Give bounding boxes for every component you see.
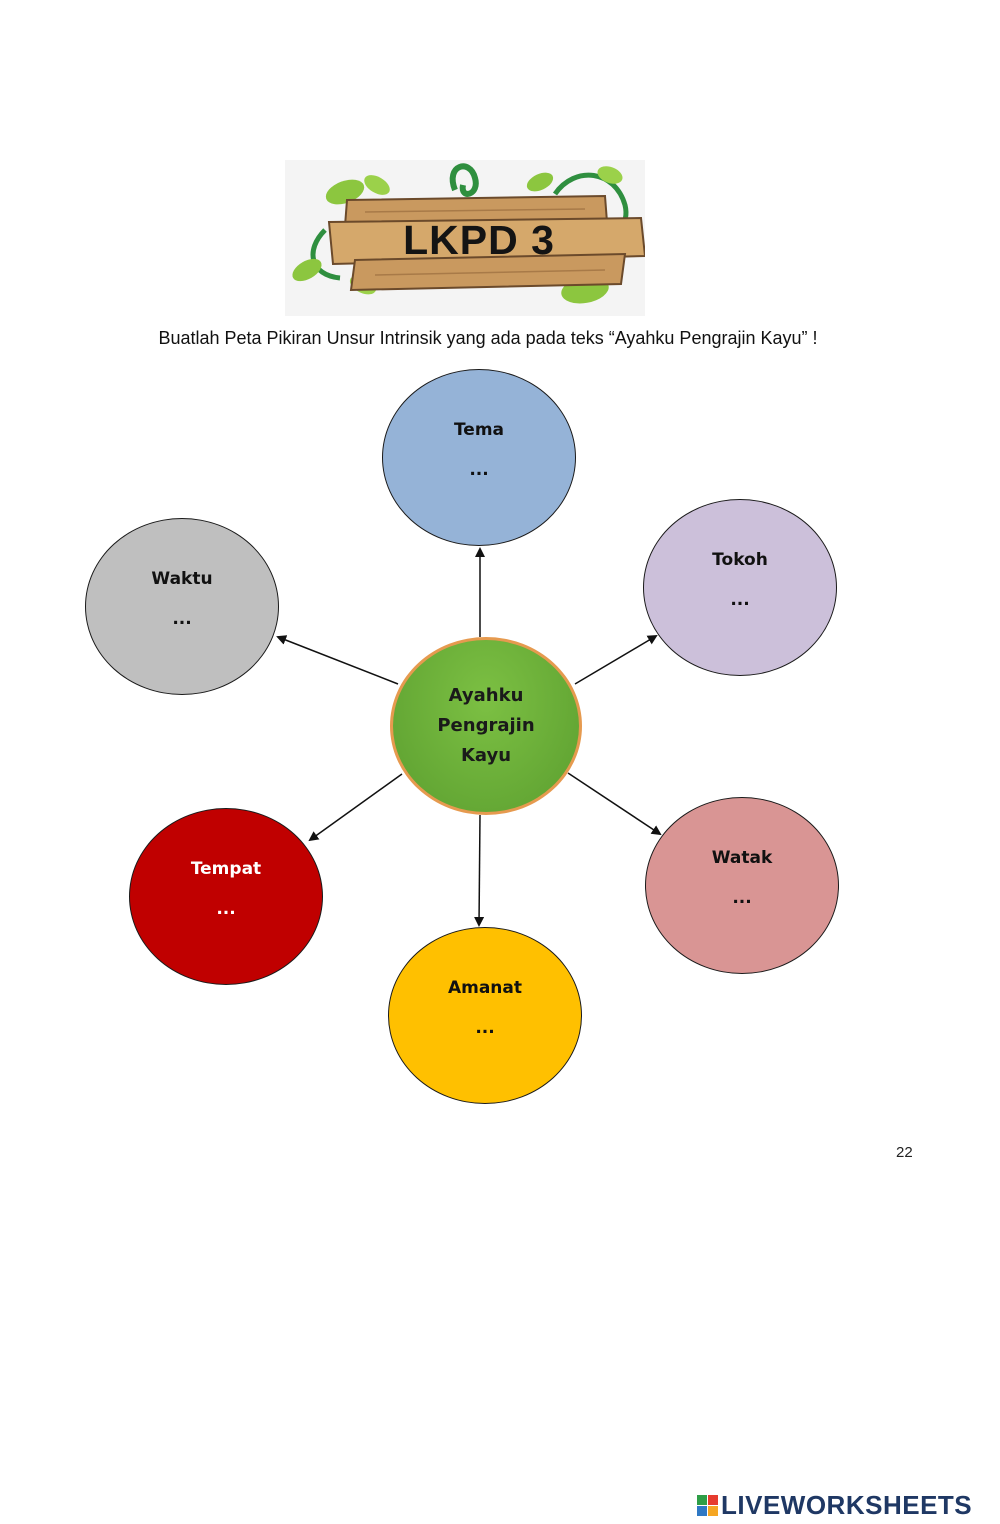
center-line-2: Pengrajin [437,715,535,736]
node-watak-label: Watak [711,848,773,868]
page-number: 22 [896,1144,913,1161]
node-tempat-value: ... [216,899,236,919]
liveworksheets-logo: LIVEWORKSHEETS [697,1490,972,1520]
center-line-1: Ayahku [448,685,524,706]
logo-square-1 [697,1494,707,1505]
node-tokoh-label: Tokoh [712,550,768,570]
node-tokoh: Tokoh ... [643,499,837,676]
node-tempat: Tempat ... [129,808,323,985]
node-watak: Watak ... [645,797,839,974]
arrow-to-waktu [276,635,399,685]
wooden-sign-illustration [292,163,645,304]
banner-title: LKPD 3 [403,217,555,263]
mind-map-connectors [276,547,662,927]
node-tema-value: ... [469,460,489,480]
node-tema: Tema ... [382,369,576,546]
node-tema-label: Tema [453,420,505,440]
node-amanat-value: ... [475,1018,495,1038]
logo-square-3 [697,1505,707,1516]
arrow-to-tokoh [574,634,658,685]
liveworksheets-mark-icon [697,1494,718,1516]
node-tempat-label: Tempat [190,859,262,879]
logo-square-2 [708,1494,718,1505]
arrow-to-amanat [474,814,485,927]
liveworksheets-wordmark: LIVEWORKSHEETS [721,1489,973,1520]
center-node: Ayahku Pengrajin Kayu [390,637,582,815]
center-line-3: Kayu [460,745,512,766]
logo-square-4 [708,1505,718,1516]
node-waktu-value: ... [172,609,192,629]
node-tokoh-value: ... [730,590,750,610]
node-amanat: Amanat ... [388,927,582,1104]
node-waktu-label: Waktu [151,569,213,589]
arrow-to-tempat [308,773,403,842]
node-waktu: Waktu ... [85,518,279,695]
node-amanat-label: Amanat [447,978,523,998]
lkpd-banner: LKPD 3 [285,160,645,316]
instruction-text: Buatlah Peta Pikiran Unsur Intrinsik yan… [158,328,818,348]
arrow-to-watak [567,772,662,836]
node-watak-value: ... [732,888,752,908]
